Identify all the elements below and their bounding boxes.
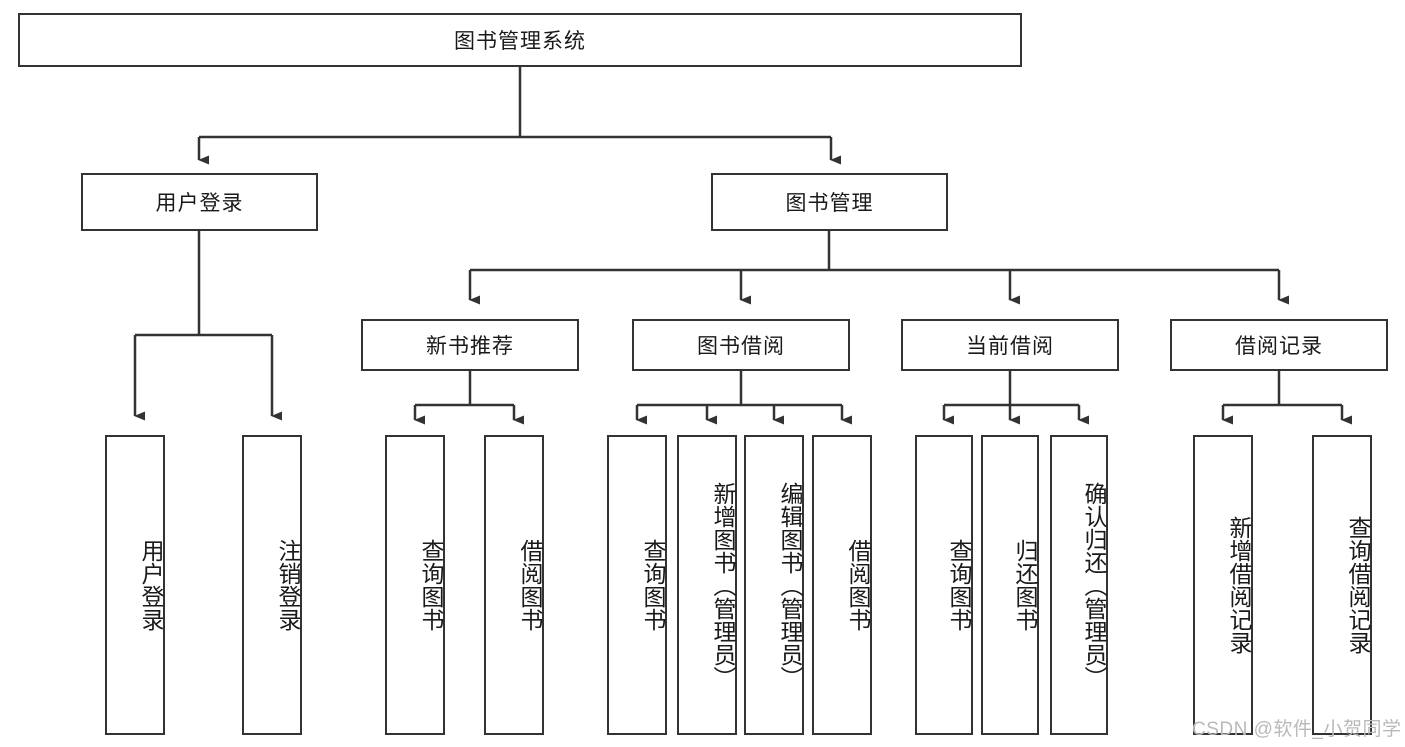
node-leaf-query-borrow-record[interactable]: 查询借阅记录 bbox=[1312, 435, 1372, 735]
node-leaf-query-book-current-label: 查询图书 bbox=[946, 539, 972, 631]
node-root[interactable]: 图书管理系统 bbox=[18, 13, 1022, 67]
node-leaf-edit-book-label: 编辑图书（管理员） bbox=[777, 481, 803, 689]
node-leaf-return-book-label: 归还图书 bbox=[1012, 539, 1038, 631]
node-book-manage[interactable]: 图书管理 bbox=[711, 173, 948, 231]
node-leaf-query-book-current[interactable]: 查询图书 bbox=[915, 435, 973, 735]
node-user-login-label: 用户登录 bbox=[155, 192, 244, 215]
node-new-book-recommend-label: 新书推荐 bbox=[426, 335, 514, 358]
node-book-manage-label: 图书管理 bbox=[785, 192, 874, 215]
node-borrow-record-label: 借阅记录 bbox=[1235, 335, 1323, 358]
node-leaf-query-book-recommend-label: 查询图书 bbox=[418, 539, 444, 631]
node-new-book-recommend[interactable]: 新书推荐 bbox=[361, 319, 579, 371]
node-user-login[interactable]: 用户登录 bbox=[81, 173, 318, 231]
node-leaf-logout-login[interactable]: 注销登录 bbox=[242, 435, 302, 735]
node-leaf-query-book-borrow[interactable]: 查询图书 bbox=[607, 435, 667, 735]
node-leaf-confirm-return-label: 确认归还（管理员） bbox=[1081, 481, 1107, 689]
node-leaf-user-login[interactable]: 用户登录 bbox=[105, 435, 165, 735]
node-root-label: 图书管理系统 bbox=[454, 30, 586, 53]
node-leaf-user-login-label: 用户登录 bbox=[138, 539, 164, 631]
node-leaf-query-book-recommend[interactable]: 查询图书 bbox=[385, 435, 445, 735]
node-current-borrow[interactable]: 当前借阅 bbox=[901, 319, 1119, 371]
node-leaf-edit-book[interactable]: 编辑图书（管理员） bbox=[744, 435, 804, 735]
node-leaf-add-borrow-record-label: 新增借阅记录 bbox=[1226, 516, 1252, 654]
node-book-borrow-label: 图书借阅 bbox=[697, 335, 785, 358]
node-leaf-borrow-book-label: 借阅图书 bbox=[845, 539, 871, 631]
node-leaf-borrow-book-recommend[interactable]: 借阅图书 bbox=[484, 435, 544, 735]
node-book-borrow[interactable]: 图书借阅 bbox=[632, 319, 850, 371]
node-leaf-return-book[interactable]: 归还图书 bbox=[981, 435, 1039, 735]
node-leaf-borrow-book-recommend-label: 借阅图书 bbox=[517, 539, 543, 631]
node-leaf-query-borrow-record-label: 查询借阅记录 bbox=[1345, 516, 1371, 654]
node-leaf-borrow-book[interactable]: 借阅图书 bbox=[812, 435, 872, 735]
node-borrow-record[interactable]: 借阅记录 bbox=[1170, 319, 1388, 371]
node-leaf-query-book-borrow-label: 查询图书 bbox=[640, 539, 666, 631]
node-leaf-logout-login-label: 注销登录 bbox=[275, 539, 301, 631]
node-leaf-add-borrow-record[interactable]: 新增借阅记录 bbox=[1193, 435, 1253, 735]
node-leaf-confirm-return[interactable]: 确认归还（管理员） bbox=[1050, 435, 1108, 735]
node-leaf-add-book-label: 新增图书（管理员） bbox=[710, 481, 736, 689]
node-current-borrow-label: 当前借阅 bbox=[966, 335, 1054, 358]
node-leaf-add-book[interactable]: 新增图书（管理员） bbox=[677, 435, 737, 735]
csdn-watermark: CSDN @软件_小贺同学 bbox=[1192, 719, 1402, 740]
